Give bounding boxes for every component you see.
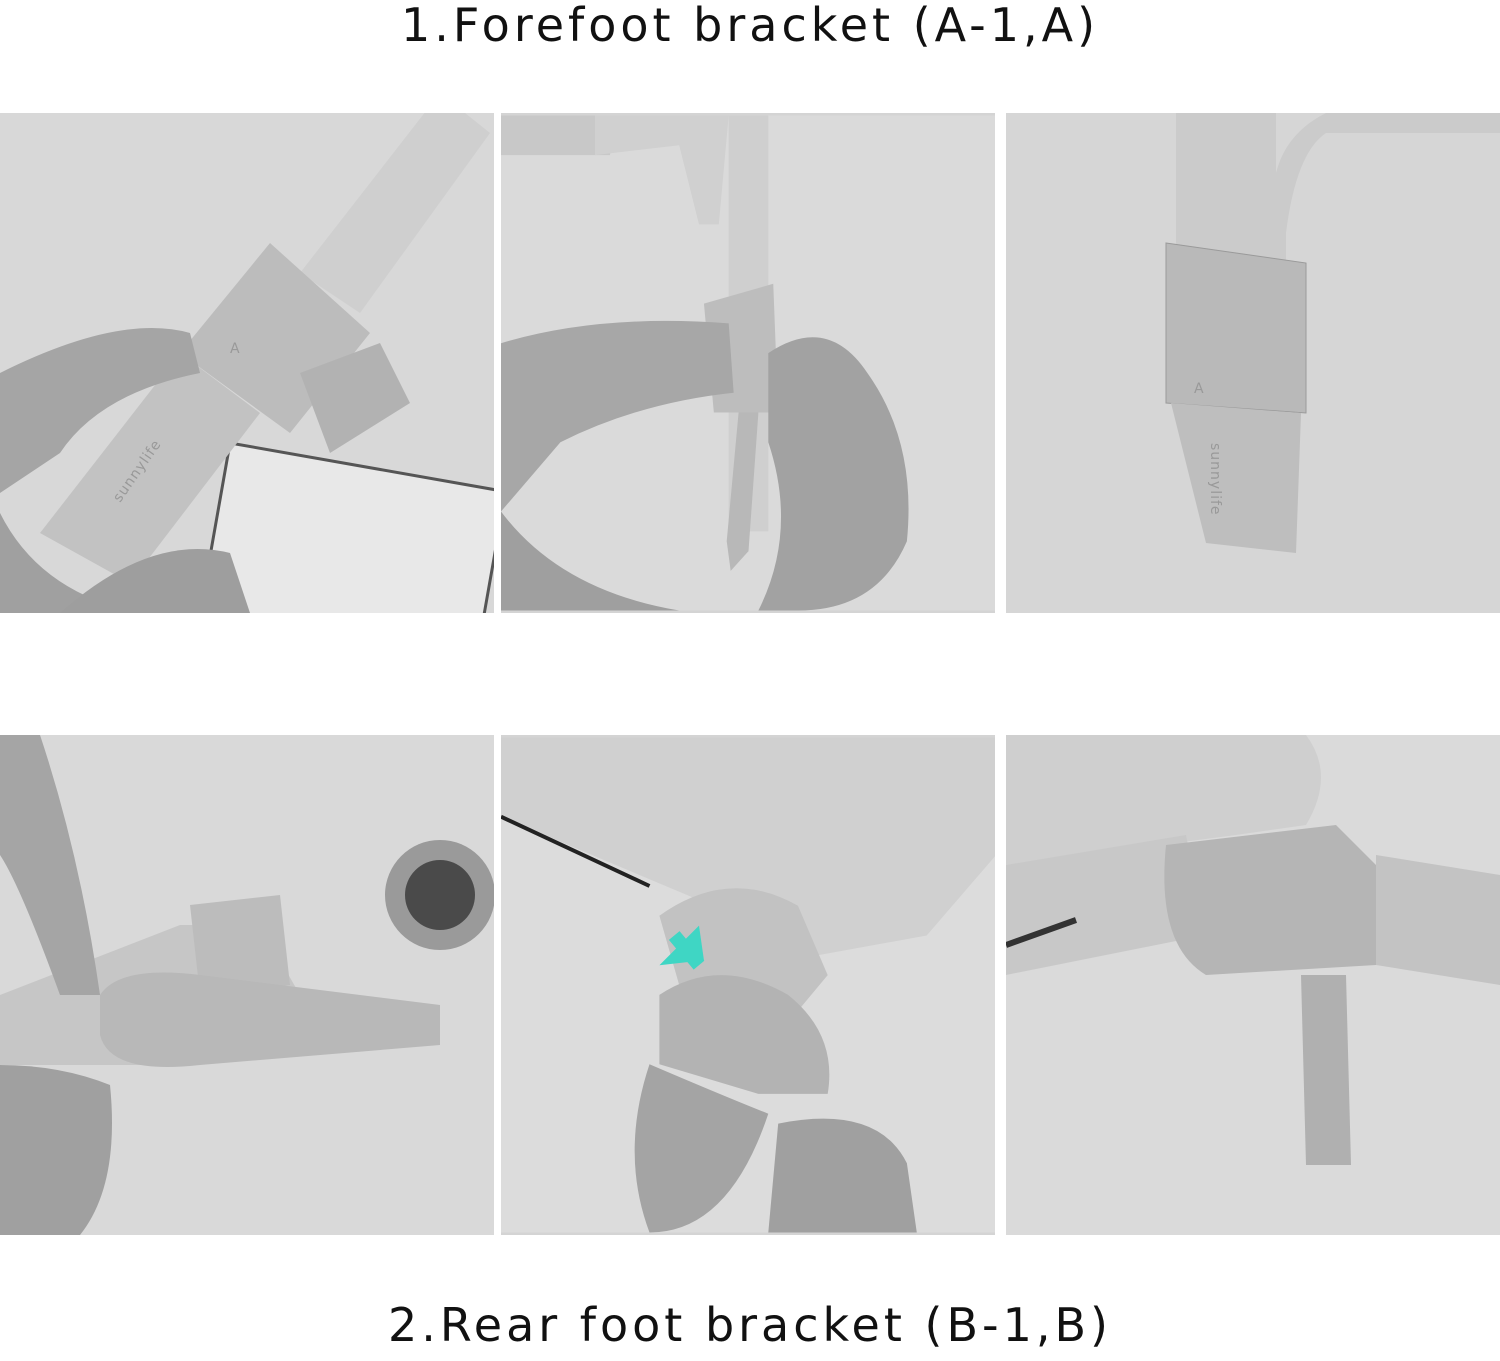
forefoot-step-2-photo xyxy=(501,113,995,613)
forefoot-step-3-photo: A sunnylife xyxy=(1006,113,1500,613)
rear-step-1-photo xyxy=(0,735,494,1235)
forefoot-step-1-photo: sunnylife A xyxy=(0,113,494,613)
forefoot-bracket-heading: 1.Forefoot bracket (A-1,A) xyxy=(400,0,1100,52)
rear-foot-bracket-heading: 2.Rear foot bracket (B-1,B) xyxy=(388,1298,1112,1352)
brand-logo: sunnylife xyxy=(1207,443,1223,516)
rear-step-3-photo xyxy=(1006,735,1500,1235)
rear-step-2-photo xyxy=(501,735,995,1235)
part-label-a: A xyxy=(1194,381,1205,397)
part-label-a: A xyxy=(230,341,241,357)
